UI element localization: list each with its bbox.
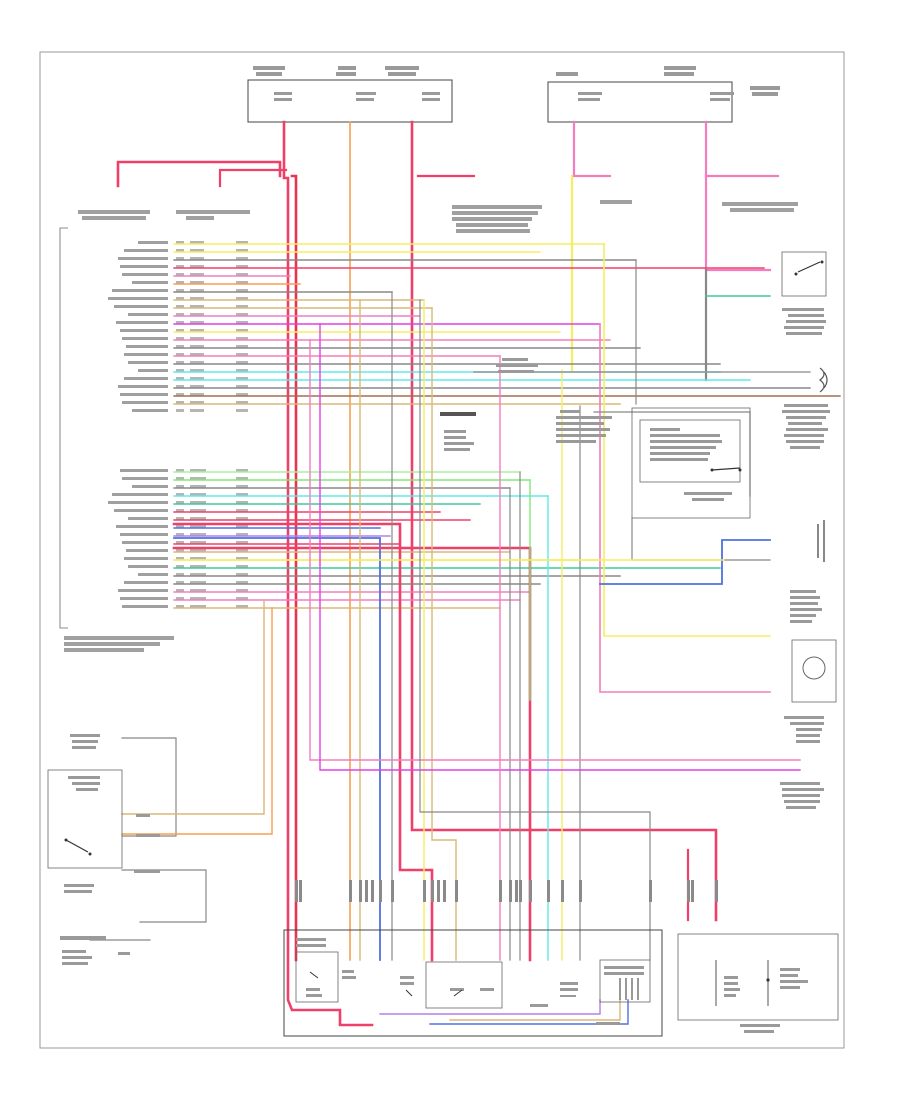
wire (173, 537, 381, 961)
wire (290, 174, 298, 962)
tps-connector (817, 520, 825, 562)
instrument-cluster (677, 933, 839, 1033)
wire-harness (89, 120, 841, 1027)
automatic-transmission (283, 929, 663, 1037)
wire (599, 323, 771, 693)
ac-compressor (791, 639, 837, 703)
wire (116, 160, 282, 188)
wire (282, 120, 374, 1027)
wire (121, 869, 207, 923)
wire (121, 737, 177, 837)
connector-header-labels (78, 200, 798, 233)
wire (218, 168, 288, 188)
top-fuse-block-right (547, 81, 733, 123)
illumination-lamp (47, 769, 123, 869)
brake-switch (781, 251, 827, 297)
wire (572, 120, 612, 178)
mid-component-box (631, 407, 751, 519)
pcm-connector (59, 227, 248, 652)
wire (121, 599, 265, 815)
diagram-frame (39, 51, 845, 1049)
wire (631, 517, 771, 561)
wire (319, 323, 801, 771)
wire (599, 539, 771, 585)
lower-left-labels (60, 734, 160, 965)
wire (704, 174, 772, 272)
right-switch-labels (780, 308, 830, 809)
wire (121, 607, 273, 835)
wire (704, 120, 780, 178)
wire (603, 243, 771, 637)
wire (429, 999, 629, 1025)
wire (449, 999, 621, 1021)
vss-connector (819, 367, 828, 393)
top-fuse-labels (253, 66, 780, 101)
wire (431, 307, 457, 961)
wire (309, 339, 801, 761)
wire (419, 299, 651, 961)
wire (410, 120, 718, 922)
wire (379, 999, 601, 1015)
mid-labels (440, 358, 612, 451)
